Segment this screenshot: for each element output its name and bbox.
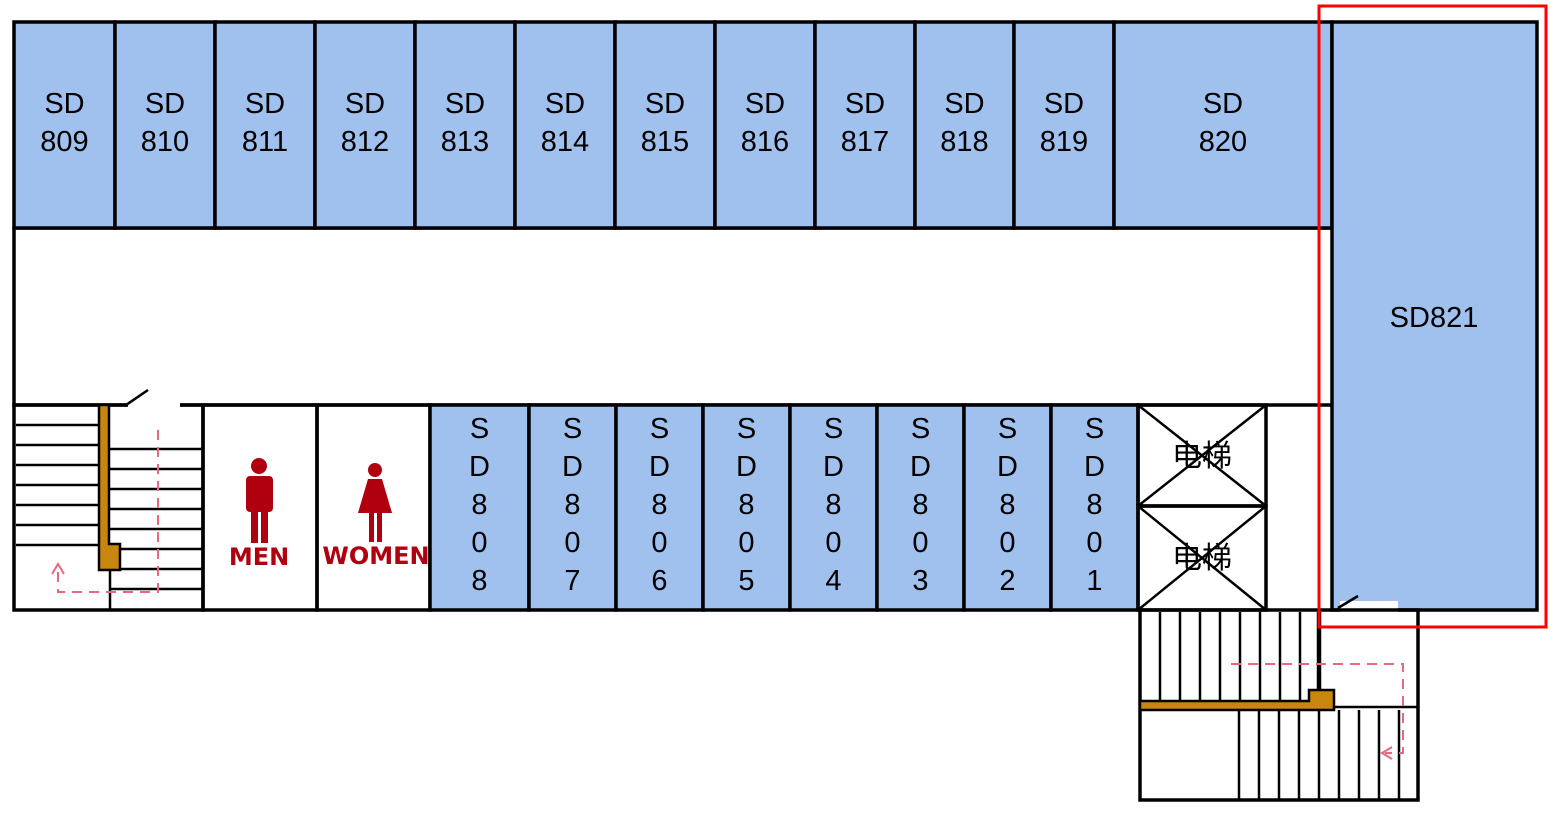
room-sd806[interactable] [614, 403, 705, 612]
room-sd808[interactable] [428, 403, 531, 612]
room-sd821[interactable] [1330, 20, 1539, 612]
room-sd821-label: SD821 [1390, 302, 1479, 334]
room-sd810[interactable] [113, 20, 217, 230]
room-sd812[interactable] [313, 20, 417, 230]
room-sd804[interactable] [788, 403, 879, 612]
room-sd816[interactable] [713, 20, 817, 230]
stairwell-left [12, 388, 205, 612]
elevator-2[interactable]: 电梯 [1136, 504, 1268, 612]
room-sd809[interactable] [12, 20, 117, 230]
room-sd803[interactable] [875, 403, 966, 612]
room-sd813[interactable] [413, 20, 517, 230]
handrail [97, 403, 122, 572]
room-sd805[interactable] [701, 403, 792, 612]
highlight-box [1317, 4, 1548, 629]
room-sd818[interactable] [913, 20, 1016, 230]
men-label: MEN [229, 543, 289, 571]
room-sd811[interactable] [213, 20, 317, 230]
room-sd807[interactable] [527, 403, 618, 612]
handrail [1138, 688, 1336, 712]
elevator-2-label: 电梯 [1172, 541, 1232, 576]
room-sd820[interactable] [1112, 20, 1334, 230]
corridor [12, 226, 1336, 407]
route-arrow-path [1231, 663, 1404, 754]
women-icon [358, 463, 392, 542]
door-swing [1337, 594, 1359, 610]
stairwell-right [1138, 608, 1420, 802]
room-sd815[interactable] [613, 20, 717, 230]
route-arrow-path [57, 430, 159, 593]
room-sd817[interactable] [813, 20, 917, 230]
room-sd819[interactable] [1012, 20, 1116, 230]
room-sd801[interactable] [1049, 403, 1140, 612]
women-label: WOMEN [322, 542, 429, 570]
men-icon [246, 458, 273, 543]
elevator-1[interactable]: 电梯 [1136, 403, 1268, 508]
elevator-1-label: 电梯 [1172, 439, 1232, 474]
room-sd814[interactable] [513, 20, 617, 230]
room-sd802[interactable] [962, 403, 1053, 612]
